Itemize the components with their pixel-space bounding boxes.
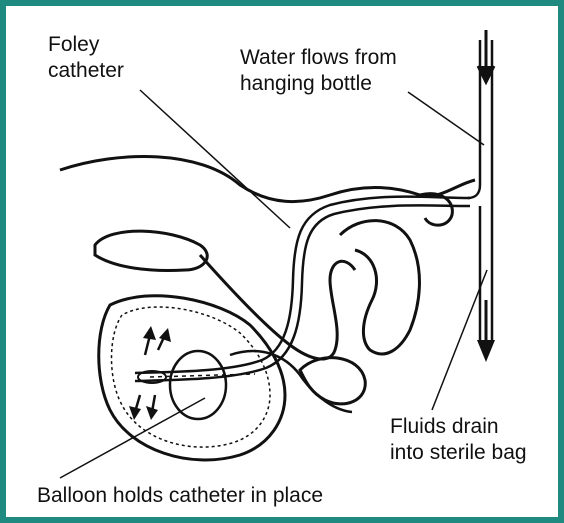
label-water-flow: Water flows from hanging bottle [240, 45, 397, 96]
label-water-line-2: hanging bottle [240, 71, 397, 97]
label-water-line-1: Water flows from [240, 45, 397, 71]
label-drain-line-2: into sterile bag [390, 440, 527, 466]
label-foley-line-2: catheter [48, 58, 124, 84]
leader-foley [140, 90, 290, 228]
bladder [99, 296, 285, 460]
label-foley-line-1: Foley [48, 32, 124, 58]
tubular-structure [200, 255, 355, 359]
label-foley-catheter: Foley catheter [48, 32, 124, 83]
label-balloon-text: Balloon holds catheter in place [37, 483, 323, 509]
testis-loop [300, 358, 365, 404]
penis-outline [340, 221, 419, 354]
leader-water [408, 92, 484, 145]
pubic-bone [95, 231, 207, 270]
label-drain-line-1: Fluids drain [390, 414, 527, 440]
arrow-down-bottom-head [477, 340, 495, 362]
body-outline [60, 156, 475, 201]
label-balloon: Balloon holds catheter in place [37, 483, 323, 509]
bladder-inner [112, 307, 271, 447]
label-fluids-drain: Fluids drain into sterile bag [390, 414, 527, 465]
irrigation-tube-left [468, 40, 480, 198]
prostate [170, 351, 226, 419]
